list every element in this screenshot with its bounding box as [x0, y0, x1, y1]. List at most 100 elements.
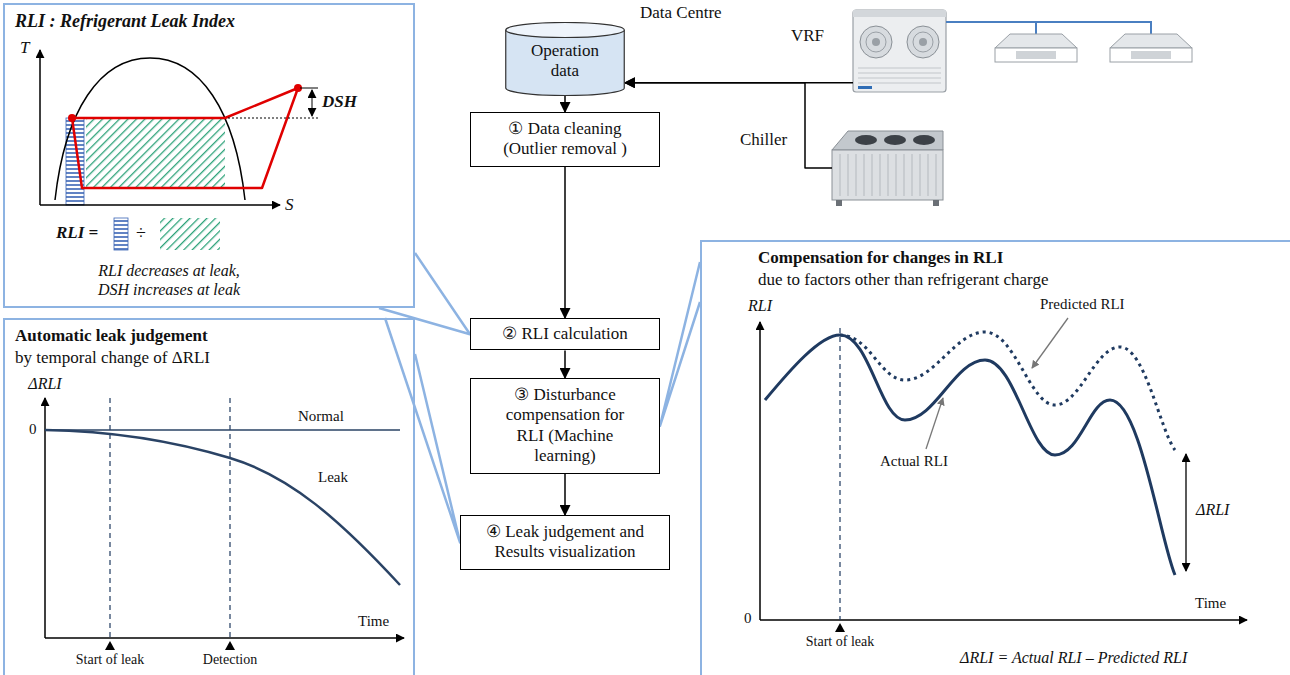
leak-chart — [45, 398, 404, 650]
dimension-label: DSH — [322, 92, 357, 112]
callout-panel: Automatic leak judgementby temporal chan… — [3, 318, 415, 675]
panel-heading: Automatic leak judgement — [15, 326, 208, 346]
panel-heading: RLI : Refrigerant Leak Index — [15, 11, 235, 33]
chiller-coil — [840, 154, 936, 196]
flow-arrow — [564, 350, 566, 378]
rli-chart — [760, 318, 1247, 632]
chiller-fan — [855, 135, 877, 145]
cassette-top — [1110, 34, 1192, 48]
start-marker-line — [839, 328, 840, 620]
vrf-louvres — [858, 68, 941, 83]
callout-panel: Compensation for changes in RLIdue to fa… — [700, 240, 1290, 675]
cylinder-body — [506, 30, 625, 95]
box-label: Operation data — [523, 41, 607, 80]
delta-arrow — [1185, 454, 1186, 571]
fan-hub — [919, 38, 927, 46]
refrigerant-cycle — [72, 88, 298, 188]
unit-label: Chiller — [740, 130, 787, 150]
axis-tick: 0 — [29, 420, 37, 438]
ts-diagram — [40, 50, 318, 250]
formula-latent-area — [160, 218, 220, 250]
cassette-top — [995, 34, 1077, 48]
callout-panel: RLI : Refrigerant Leak IndexRLI decrease… — [3, 3, 415, 308]
vrf-badge — [858, 86, 872, 89]
cassette-grille — [1016, 51, 1056, 59]
predicted-curve — [840, 332, 1175, 450]
cylinder-top — [506, 23, 625, 38]
chiller-body — [832, 150, 943, 200]
dsh-tick — [300, 88, 318, 89]
axis-label: ΔRLI — [28, 374, 61, 393]
vrf-top — [853, 10, 946, 17]
latent-area — [86, 118, 225, 188]
box-label: ④ Leak judgement and Results visualizati… — [476, 522, 654, 563]
callout-line — [660, 262, 700, 426]
dsh-tick — [228, 118, 318, 119]
fan-grille — [860, 26, 892, 58]
time-axis — [760, 619, 1247, 621]
event-label: Start of leak — [76, 652, 144, 669]
formula-text: RLI = — [56, 223, 98, 243]
curve-label: Predicted RLI — [1040, 295, 1125, 313]
process-box: ② RLI calculation — [470, 318, 660, 350]
curve-label: Actual RLI — [880, 452, 948, 470]
cassette-panel — [1110, 48, 1192, 62]
normal-line — [45, 429, 400, 431]
process-box: ③ Disturbance compensation for RLI (Mach… — [470, 378, 660, 474]
box-label: ① Data cleaning (Outlier removal ) — [491, 119, 639, 160]
cylinder-outline — [505, 22, 625, 96]
y-axis — [44, 398, 46, 638]
equipment-unit: VRF — [853, 8, 946, 93]
curve-label: Normal — [298, 407, 344, 425]
chiller-leg — [933, 200, 939, 206]
flow-arrow — [564, 96, 566, 112]
panel-text: RLI decreases at leak, DSH increases at … — [83, 261, 255, 299]
axis-label: Time — [1195, 594, 1226, 612]
event-label: Start of leak — [806, 634, 874, 651]
actual-curve — [765, 335, 1175, 575]
axis-label: Time — [358, 612, 389, 630]
leader-line — [1032, 318, 1068, 368]
fan-grille — [866, 32, 886, 52]
database-cylinder: Operation data — [505, 22, 625, 96]
chiller-leg — [836, 200, 842, 206]
process-box: ④ Leak judgement and Results visualizati… — [460, 515, 670, 570]
panel-text: due to factors other than refrigerant ch… — [758, 270, 1048, 290]
curve-label: Leak — [318, 468, 348, 486]
t-axis — [39, 50, 41, 205]
flow-arrow — [564, 167, 566, 318]
dimension-label: ΔRLI — [1196, 500, 1229, 519]
chiller-top — [832, 131, 943, 150]
detection-marker-line — [229, 398, 230, 638]
process-box: ① Data cleaning (Outlier removal ) — [470, 112, 660, 167]
cassette-units — [995, 34, 1192, 62]
callout-line — [385, 318, 460, 542]
y-axis — [759, 322, 761, 620]
start-triangle — [105, 641, 115, 650]
axis-label: RLI — [748, 296, 772, 315]
formula-text: ΔRLI = Actual RLI – Predicted RLI — [960, 648, 1187, 667]
equipment-unit: Chiller — [832, 128, 943, 208]
refrigerant-piping — [946, 22, 1151, 34]
callout-line — [379, 253, 470, 334]
site-label: Data Centre — [640, 3, 722, 23]
chiller-fan — [913, 135, 935, 145]
cycle-point — [68, 114, 76, 122]
fan-grille — [913, 32, 933, 52]
cassette-panel — [995, 48, 1077, 62]
dsh-arrow — [312, 90, 313, 116]
axis-tick: 0 — [744, 609, 752, 627]
axis-label: T — [20, 38, 29, 58]
time-axis — [45, 637, 404, 639]
formula-operator: ÷ — [136, 223, 146, 245]
fan-grille — [907, 26, 939, 58]
box-label: ③ Disturbance compensation for RLI (Mach… — [491, 385, 639, 467]
chiller-fan — [884, 135, 906, 145]
cassette-grille — [1131, 51, 1171, 59]
flow-arrow — [564, 474, 566, 515]
chiller-illustration — [832, 131, 943, 206]
